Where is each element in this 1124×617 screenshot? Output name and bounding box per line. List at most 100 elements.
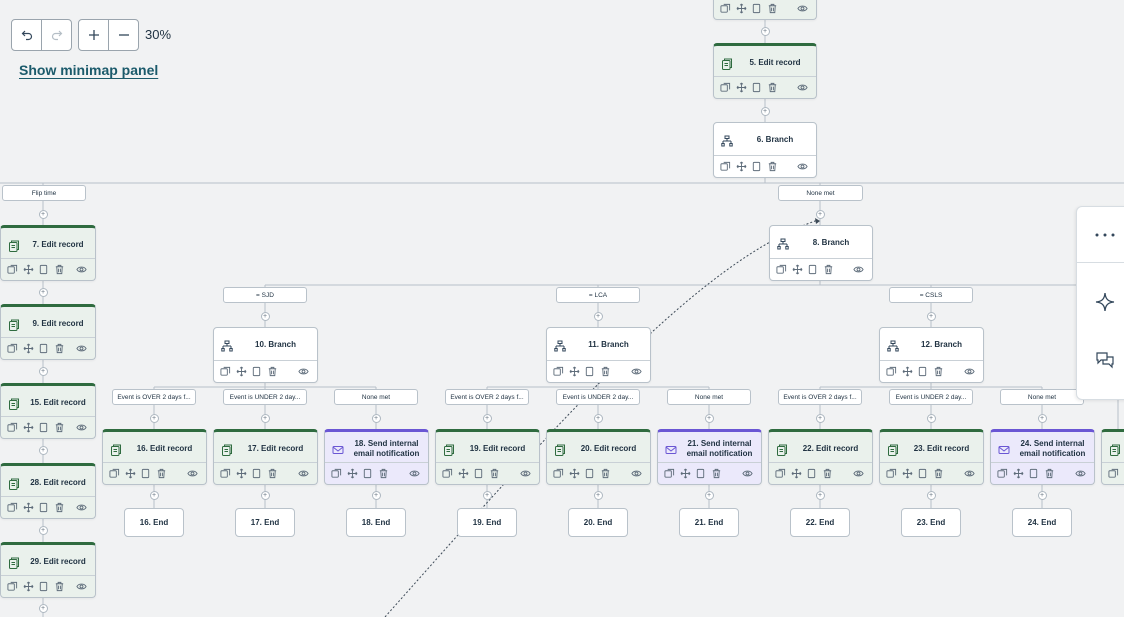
workflow-node-edit[interactable]: 29. Edit record xyxy=(0,542,96,598)
add-step-button[interactable]: + xyxy=(149,490,159,500)
copy-button[interactable] xyxy=(362,468,373,479)
branch-condition-label[interactable]: Flip time xyxy=(2,185,86,201)
delete-button[interactable] xyxy=(767,161,778,172)
view-button[interactable] xyxy=(76,264,87,275)
add-step-button[interactable]: + xyxy=(926,311,936,321)
delete-button[interactable] xyxy=(489,468,500,479)
undo-button[interactable] xyxy=(12,20,41,50)
view-button[interactable] xyxy=(76,422,87,433)
workflow-node-branch[interactable]: 12. Branch xyxy=(879,327,984,383)
view-button[interactable] xyxy=(797,82,808,93)
view-button[interactable] xyxy=(853,264,864,275)
view-button[interactable] xyxy=(76,581,87,592)
add-step-button[interactable]: + xyxy=(1037,490,1047,500)
view-button[interactable] xyxy=(187,468,198,479)
delete-button[interactable] xyxy=(767,82,778,93)
move-button[interactable] xyxy=(236,468,247,479)
copy-button[interactable] xyxy=(806,468,817,479)
copy-button[interactable] xyxy=(1028,468,1039,479)
branch-condition-label[interactable]: Event is UNDER 2 day... xyxy=(223,389,307,405)
workflow-node-edit[interactable] xyxy=(713,0,817,20)
end-node[interactable]: 22. End xyxy=(790,508,850,537)
clone-button[interactable] xyxy=(776,264,787,275)
view-button[interactable] xyxy=(76,502,87,513)
clone-button[interactable] xyxy=(886,366,897,377)
clone-button[interactable] xyxy=(664,468,675,479)
end-node[interactable]: 16. End xyxy=(124,508,184,537)
branch-condition-label[interactable]: None met xyxy=(778,185,863,201)
workflow-node-email[interactable]: 18. Send internal email notification xyxy=(324,429,429,485)
view-button[interactable] xyxy=(964,366,975,377)
workflow-node-edit[interactable]: 28. Edit record xyxy=(0,463,96,519)
branch-condition-label[interactable]: Event is OVER 2 days f... xyxy=(445,389,529,405)
add-step-button[interactable]: + xyxy=(482,490,492,500)
branch-condition-label[interactable]: Event is OVER 2 days f... xyxy=(112,389,196,405)
copy-button[interactable] xyxy=(251,468,262,479)
view-button[interactable] xyxy=(742,468,753,479)
move-button[interactable] xyxy=(736,82,747,93)
workflow-node-edit[interactable]: 17. Edit record xyxy=(213,429,318,485)
branch-condition-label[interactable]: = SJD xyxy=(223,287,307,303)
branch-condition-label[interactable]: Event is UNDER 2 day... xyxy=(889,389,973,405)
copy-button[interactable] xyxy=(38,581,49,592)
move-button[interactable] xyxy=(23,581,34,592)
add-step-button[interactable]: + xyxy=(704,413,714,423)
clone-button[interactable] xyxy=(220,366,231,377)
copy-button[interactable] xyxy=(917,468,928,479)
move-button[interactable] xyxy=(23,422,34,433)
copy-button[interactable] xyxy=(584,468,595,479)
move-button[interactable] xyxy=(347,468,358,479)
add-step-button[interactable]: + xyxy=(260,311,270,321)
move-button[interactable] xyxy=(569,366,580,377)
delete-button[interactable] xyxy=(267,366,278,377)
add-step-button[interactable]: + xyxy=(149,413,159,423)
end-node[interactable]: 18. End xyxy=(346,508,406,537)
clone-button[interactable] xyxy=(7,343,18,354)
copy-button[interactable] xyxy=(251,366,262,377)
delete-button[interactable] xyxy=(600,468,611,479)
view-button[interactable] xyxy=(631,468,642,479)
add-step-button[interactable]: + xyxy=(38,525,48,535)
move-button[interactable] xyxy=(1013,468,1024,479)
more-options-button[interactable] xyxy=(1077,221,1124,249)
delete-button[interactable] xyxy=(54,581,65,592)
end-node[interactable]: 20. End xyxy=(568,508,628,537)
clone-button[interactable] xyxy=(1108,468,1119,479)
delete-button[interactable] xyxy=(933,366,944,377)
end-node[interactable]: 24. End xyxy=(1012,508,1072,537)
end-node[interactable]: 23. End xyxy=(901,508,961,537)
clone-button[interactable] xyxy=(220,468,231,479)
add-step-button[interactable]: + xyxy=(371,413,381,423)
view-button[interactable] xyxy=(76,343,87,354)
clone-button[interactable] xyxy=(553,366,564,377)
move-button[interactable] xyxy=(680,468,691,479)
clone-button[interactable] xyxy=(7,502,18,513)
move-button[interactable] xyxy=(23,343,34,354)
add-step-button[interactable]: + xyxy=(1037,413,1047,423)
add-step-button[interactable]: + xyxy=(38,603,48,613)
branch-condition-label[interactable]: = CSLS xyxy=(889,287,973,303)
add-step-button[interactable]: + xyxy=(815,209,825,219)
workflow-node-branch[interactable]: 6. Branch xyxy=(713,122,817,178)
view-button[interactable] xyxy=(1075,468,1086,479)
move-button[interactable] xyxy=(902,468,913,479)
view-button[interactable] xyxy=(631,366,642,377)
clone-button[interactable] xyxy=(775,468,786,479)
delete-button[interactable] xyxy=(378,468,389,479)
delete-button[interactable] xyxy=(933,468,944,479)
delete-button[interactable] xyxy=(600,366,611,377)
branch-condition-label[interactable]: None met xyxy=(667,389,751,405)
workflow-node-branch[interactable]: 8. Branch xyxy=(769,225,873,281)
copy-button[interactable] xyxy=(751,82,762,93)
show-minimap-link[interactable]: Show minimap panel xyxy=(19,62,159,78)
workflow-node-email[interactable]: 24. Send internal email notification xyxy=(990,429,1095,485)
delete-button[interactable] xyxy=(823,264,834,275)
workflow-node-edit[interactable]: 7. Edit record xyxy=(0,225,96,281)
add-step-button[interactable]: + xyxy=(815,490,825,500)
add-step-button[interactable]: + xyxy=(593,413,603,423)
workflow-node-branch[interactable]: 10. Branch xyxy=(213,327,318,383)
clone-button[interactable] xyxy=(553,468,564,479)
workflow-node-edit[interactable]: 20. Edit record xyxy=(546,429,651,485)
move-button[interactable] xyxy=(792,264,803,275)
copy-button[interactable] xyxy=(38,264,49,275)
